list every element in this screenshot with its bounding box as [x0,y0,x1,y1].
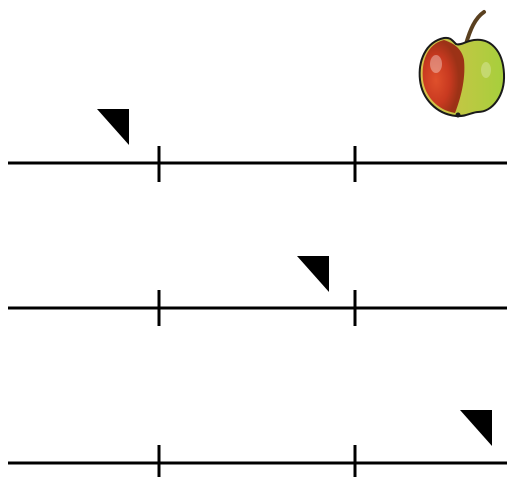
number-line-2 [8,256,507,326]
number-line-1 [8,109,507,182]
position-marker [97,109,129,145]
position-marker [460,410,492,446]
apple-icon [420,12,504,118]
position-marker [297,256,329,292]
number-line-3 [8,410,507,477]
